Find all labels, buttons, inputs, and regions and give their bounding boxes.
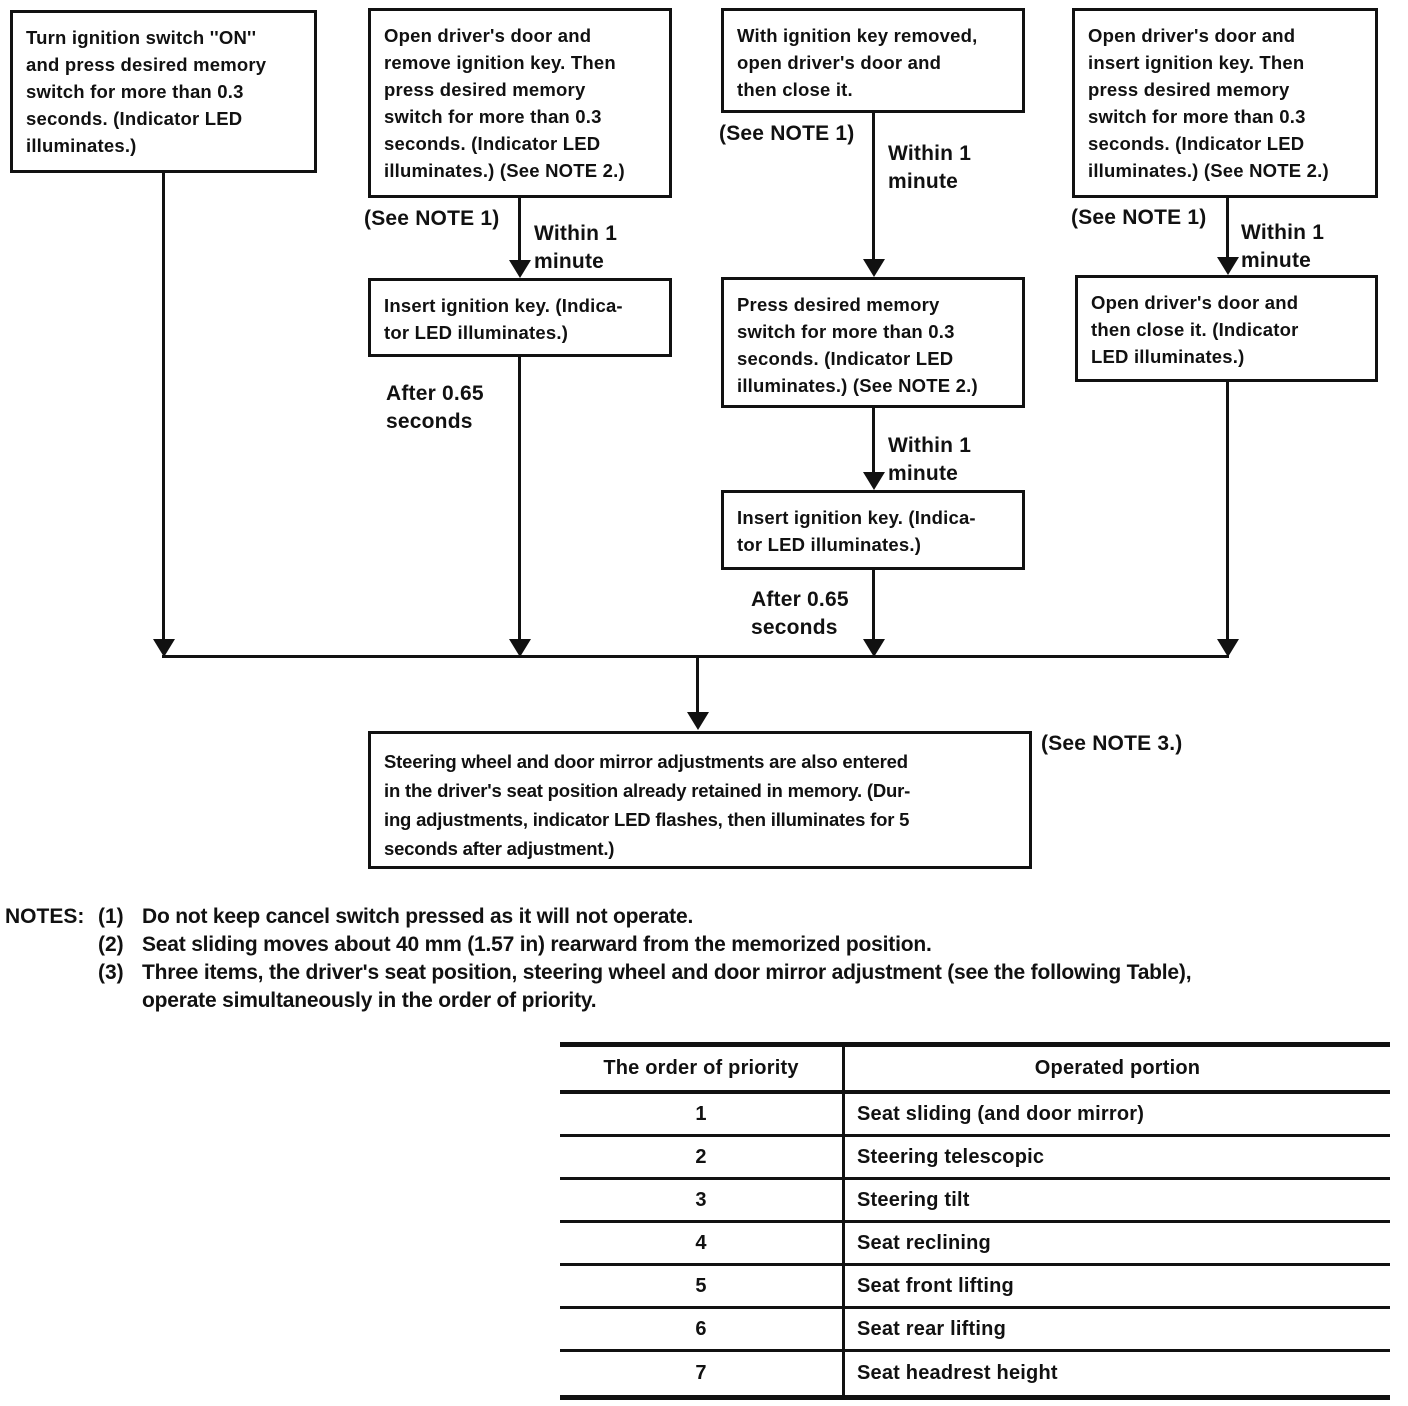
note-number: (2) [98,933,124,956]
connector-line-col1 [162,171,165,645]
priority-cell: 2 [560,1137,845,1180]
portion-cell: Seat rear lifting [845,1309,1390,1352]
arrow-down-icon [509,639,531,657]
arrow-down-icon [687,712,709,730]
within-1-minute-label-col2: Within 1 minute [534,222,618,273]
priority-cell: 7 [560,1352,845,1395]
arrow-down-icon [509,260,531,278]
arrow-down-icon [863,259,885,277]
after-065-seconds-label-col3: After 0.65 seconds [751,588,849,639]
note-item-2: (2) Seat sliding moves about 40 mm (1.57… [98,931,1191,959]
connector-line-col2-b [518,355,521,645]
see-note3-label: (See NOTE 3.) [1041,732,1183,755]
after-065-seconds-label-col2: After 0.65 seconds [386,382,484,433]
portion-cell: Seat sliding (and door mirror) [845,1094,1390,1137]
flow-box-col1-start: Turn ignition switch ''ON'' and press de… [10,10,317,173]
flow-box-col4-close-door: Open driver's door and then close it. (I… [1075,275,1378,382]
note-text: Three items, the driver's seat position,… [142,961,1192,1012]
priority-cell: 3 [560,1180,845,1223]
connector-line-col3-c [872,568,875,645]
notes-list: (1) Do not keep cancel switch pressed as… [98,903,1192,1015]
within-1-minute-label-col4: Within 1 minute [1241,221,1325,272]
see-note1-label-col2: (See NOTE 1) [364,207,500,230]
priority-cell: 4 [560,1223,845,1266]
priority-cell: 5 [560,1266,845,1309]
arrow-down-icon [863,639,885,657]
connector-line-col3-a [872,111,875,263]
flow-box-col2-start: Open driver's door and remove ignition k… [368,8,672,198]
connector-line-col4-b [1226,380,1229,645]
within-1-minute-label-col3-a: Within 1 minute [888,142,972,193]
see-note1-label-col3: (See NOTE 1) [719,122,855,145]
table-header-portion: Operated portion [845,1047,1390,1094]
flow-box-col3-press-switch: Press desired memory switch for more tha… [721,277,1025,408]
priority-table: The order of priority Operated portion 1… [560,1042,1390,1400]
flow-box-col3-start: With ignition key removed, open driver's… [721,8,1025,113]
arrow-down-icon [863,472,885,490]
connector-line-result [696,658,699,716]
arrow-down-icon [1217,639,1239,657]
note-text: Do not keep cancel switch pressed as it … [142,905,694,928]
note-number: (1) [98,905,124,928]
portion-cell: Seat headrest height [857,1362,1058,1384]
within-1-minute-label-col3-b: Within 1 minute [888,434,972,485]
priority-cell: 1 [560,1094,845,1137]
table-header-priority: The order of priority [560,1047,845,1094]
portion-cell: Steering telescopic [845,1137,1390,1180]
note-text: Seat sliding moves about 40 mm (1.57 in)… [142,933,932,956]
flow-box-col2-insert-key: Insert ignition key. (Indica- tor LED il… [368,278,672,357]
portion-cell: Seat reclining [845,1223,1390,1266]
priority-cell: 6 [560,1309,845,1352]
connector-line-col4-a [1226,196,1229,261]
flow-box-col3-insert-key: Insert ignition key. (Indica- tor LED il… [721,490,1025,570]
connector-line-col3-b [872,406,875,476]
connector-line-col2-a [518,196,521,264]
flow-box-col4-start: Open driver's door and insert ignition k… [1072,8,1378,198]
arrow-down-icon [1217,257,1239,275]
flow-box-result: Steering wheel and door mirror adjustmen… [368,731,1032,869]
see-note1-label-col4: (See NOTE 1) [1071,206,1207,229]
merge-line [162,655,1229,658]
note-number: (3) [98,961,124,984]
portion-cell: Seat front lifting [845,1266,1390,1309]
note-item-3: (3) Three items, the driver's seat posit… [98,959,1192,1015]
arrow-down-icon [153,639,175,657]
note-item-1: (1) Do not keep cancel switch pressed as… [98,903,1191,931]
portion-cell: Steering tilt [845,1180,1390,1223]
notes-heading: NOTES: [5,905,85,928]
